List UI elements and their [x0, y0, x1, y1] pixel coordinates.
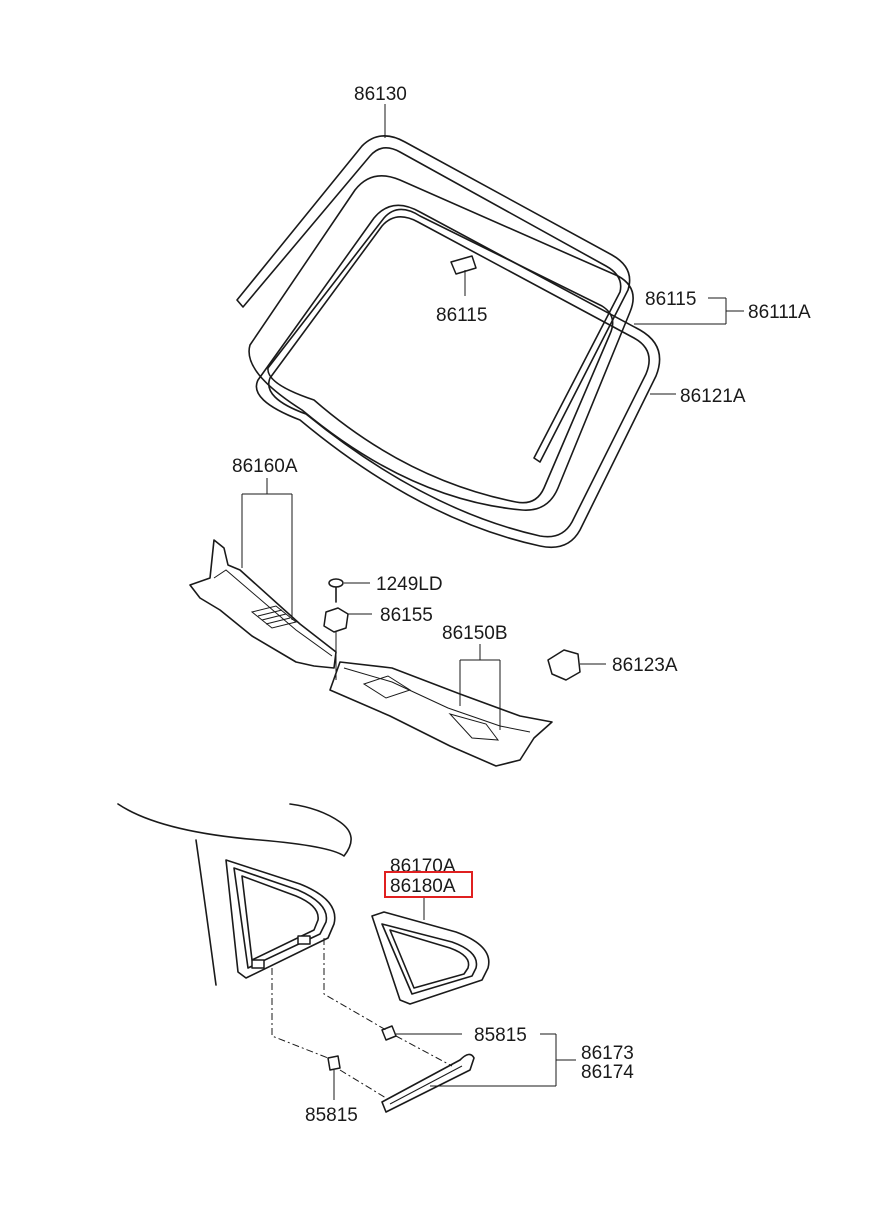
nut — [323, 607, 372, 680]
quarter-frame — [225, 859, 336, 979]
label-86160a: 86160A — [232, 456, 298, 477]
windshield-glass — [255, 204, 661, 549]
label-1249ld: 1249LD — [376, 574, 443, 595]
garnish-molding — [381, 1053, 475, 1113]
quarter-glass — [371, 898, 490, 1005]
label-85815-upper: 85815 — [474, 1025, 527, 1046]
label-86130: 86130 — [354, 84, 407, 105]
label-85815-lower: 85815 — [305, 1105, 358, 1126]
label-86173: 86173 — [581, 1043, 634, 1064]
windshield-molding — [236, 135, 631, 463]
part-labels: 86130 86115 86115 86111A 86121A 86160A 1… — [232, 84, 811, 1126]
cowl-panel-right — [329, 661, 553, 767]
highlight-box — [384, 871, 473, 898]
clip-upper — [381, 1025, 462, 1041]
leader-lines — [241, 104, 744, 1087]
label-86115-center: 86115 — [436, 305, 487, 326]
screw — [328, 578, 370, 603]
label-86115-right: 86115 — [645, 289, 696, 310]
windshield-inner — [248, 174, 634, 511]
label-86180a: 86180A — [390, 876, 456, 897]
label-86174: 86174 — [581, 1062, 634, 1083]
center-clip — [450, 255, 477, 296]
label-86121a: 86121A — [680, 386, 746, 407]
stopper — [547, 649, 606, 681]
cowl-panel-left — [189, 539, 337, 669]
label-86170a: 86170A — [390, 856, 456, 877]
body-silhouette — [117, 803, 352, 986]
label-86123a: 86123A — [612, 655, 678, 676]
locator-lines — [271, 938, 453, 1099]
label-86150b: 86150B — [442, 623, 508, 644]
label-86111a: 86111A — [748, 302, 811, 323]
clip-lower — [327, 1055, 341, 1100]
label-86155: 86155 — [380, 605, 433, 626]
